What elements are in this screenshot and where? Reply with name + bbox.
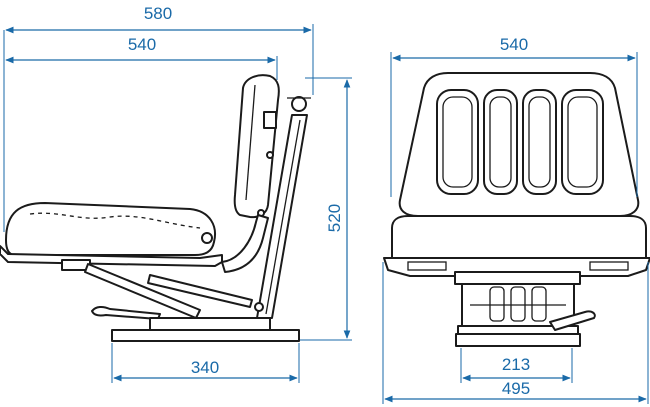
seat-cushion xyxy=(5,202,216,256)
front-view xyxy=(383,72,650,347)
backrest-inner xyxy=(245,84,256,201)
backrest-rib-1 xyxy=(436,89,479,195)
dimension-213: 213 xyxy=(502,355,530,374)
backrest-bolt xyxy=(266,151,274,159)
suspension-top-plate xyxy=(454,271,581,285)
base-foot-front xyxy=(455,333,581,347)
suspension-post-inner xyxy=(265,119,301,315)
backrest-rib-3-inner xyxy=(528,96,551,188)
dimension-540-side: 540 xyxy=(128,35,156,54)
dimension-520: 520 xyxy=(325,204,344,232)
seat-pan-front xyxy=(383,257,650,277)
backrest-hinge xyxy=(263,111,277,129)
dimension-340: 340 xyxy=(191,358,219,377)
adjust-lever-front xyxy=(549,310,596,331)
side-view xyxy=(0,74,311,342)
seat-support xyxy=(221,214,269,273)
backrest-side xyxy=(233,74,280,219)
adjuster-knob xyxy=(291,96,307,112)
backrest-rib-3 xyxy=(522,89,557,195)
backrest-rib-2-inner xyxy=(489,96,512,188)
seat-knob xyxy=(201,232,213,244)
backrest-rib-4 xyxy=(561,89,604,195)
linkage-pivot xyxy=(254,302,264,312)
adjust-lever xyxy=(91,305,161,320)
front-dimensions: 540 213 495 xyxy=(382,35,649,404)
backrest-rib-1-inner xyxy=(442,96,473,188)
linkage-arm-upper xyxy=(147,274,253,308)
base-rail xyxy=(111,329,300,342)
slide-mechanism xyxy=(149,317,271,331)
dimension-495: 495 xyxy=(502,379,530,398)
backrest-rib-2 xyxy=(483,89,518,195)
seat-pan-slot-left xyxy=(407,261,447,271)
suspension-spring-right xyxy=(531,286,547,322)
seat-stitch-line xyxy=(29,212,201,229)
suspension-spring-left xyxy=(489,286,505,322)
dimension-580: 580 xyxy=(144,4,172,23)
side-dimensions: 580 540 520 340 xyxy=(3,4,352,383)
seat-pan-slot-right xyxy=(589,261,629,271)
backrest-rib-4-inner xyxy=(567,96,598,188)
dimension-540-front: 540 xyxy=(500,35,528,54)
suspension-post xyxy=(256,114,308,319)
suspension-spring-mid xyxy=(510,286,526,322)
